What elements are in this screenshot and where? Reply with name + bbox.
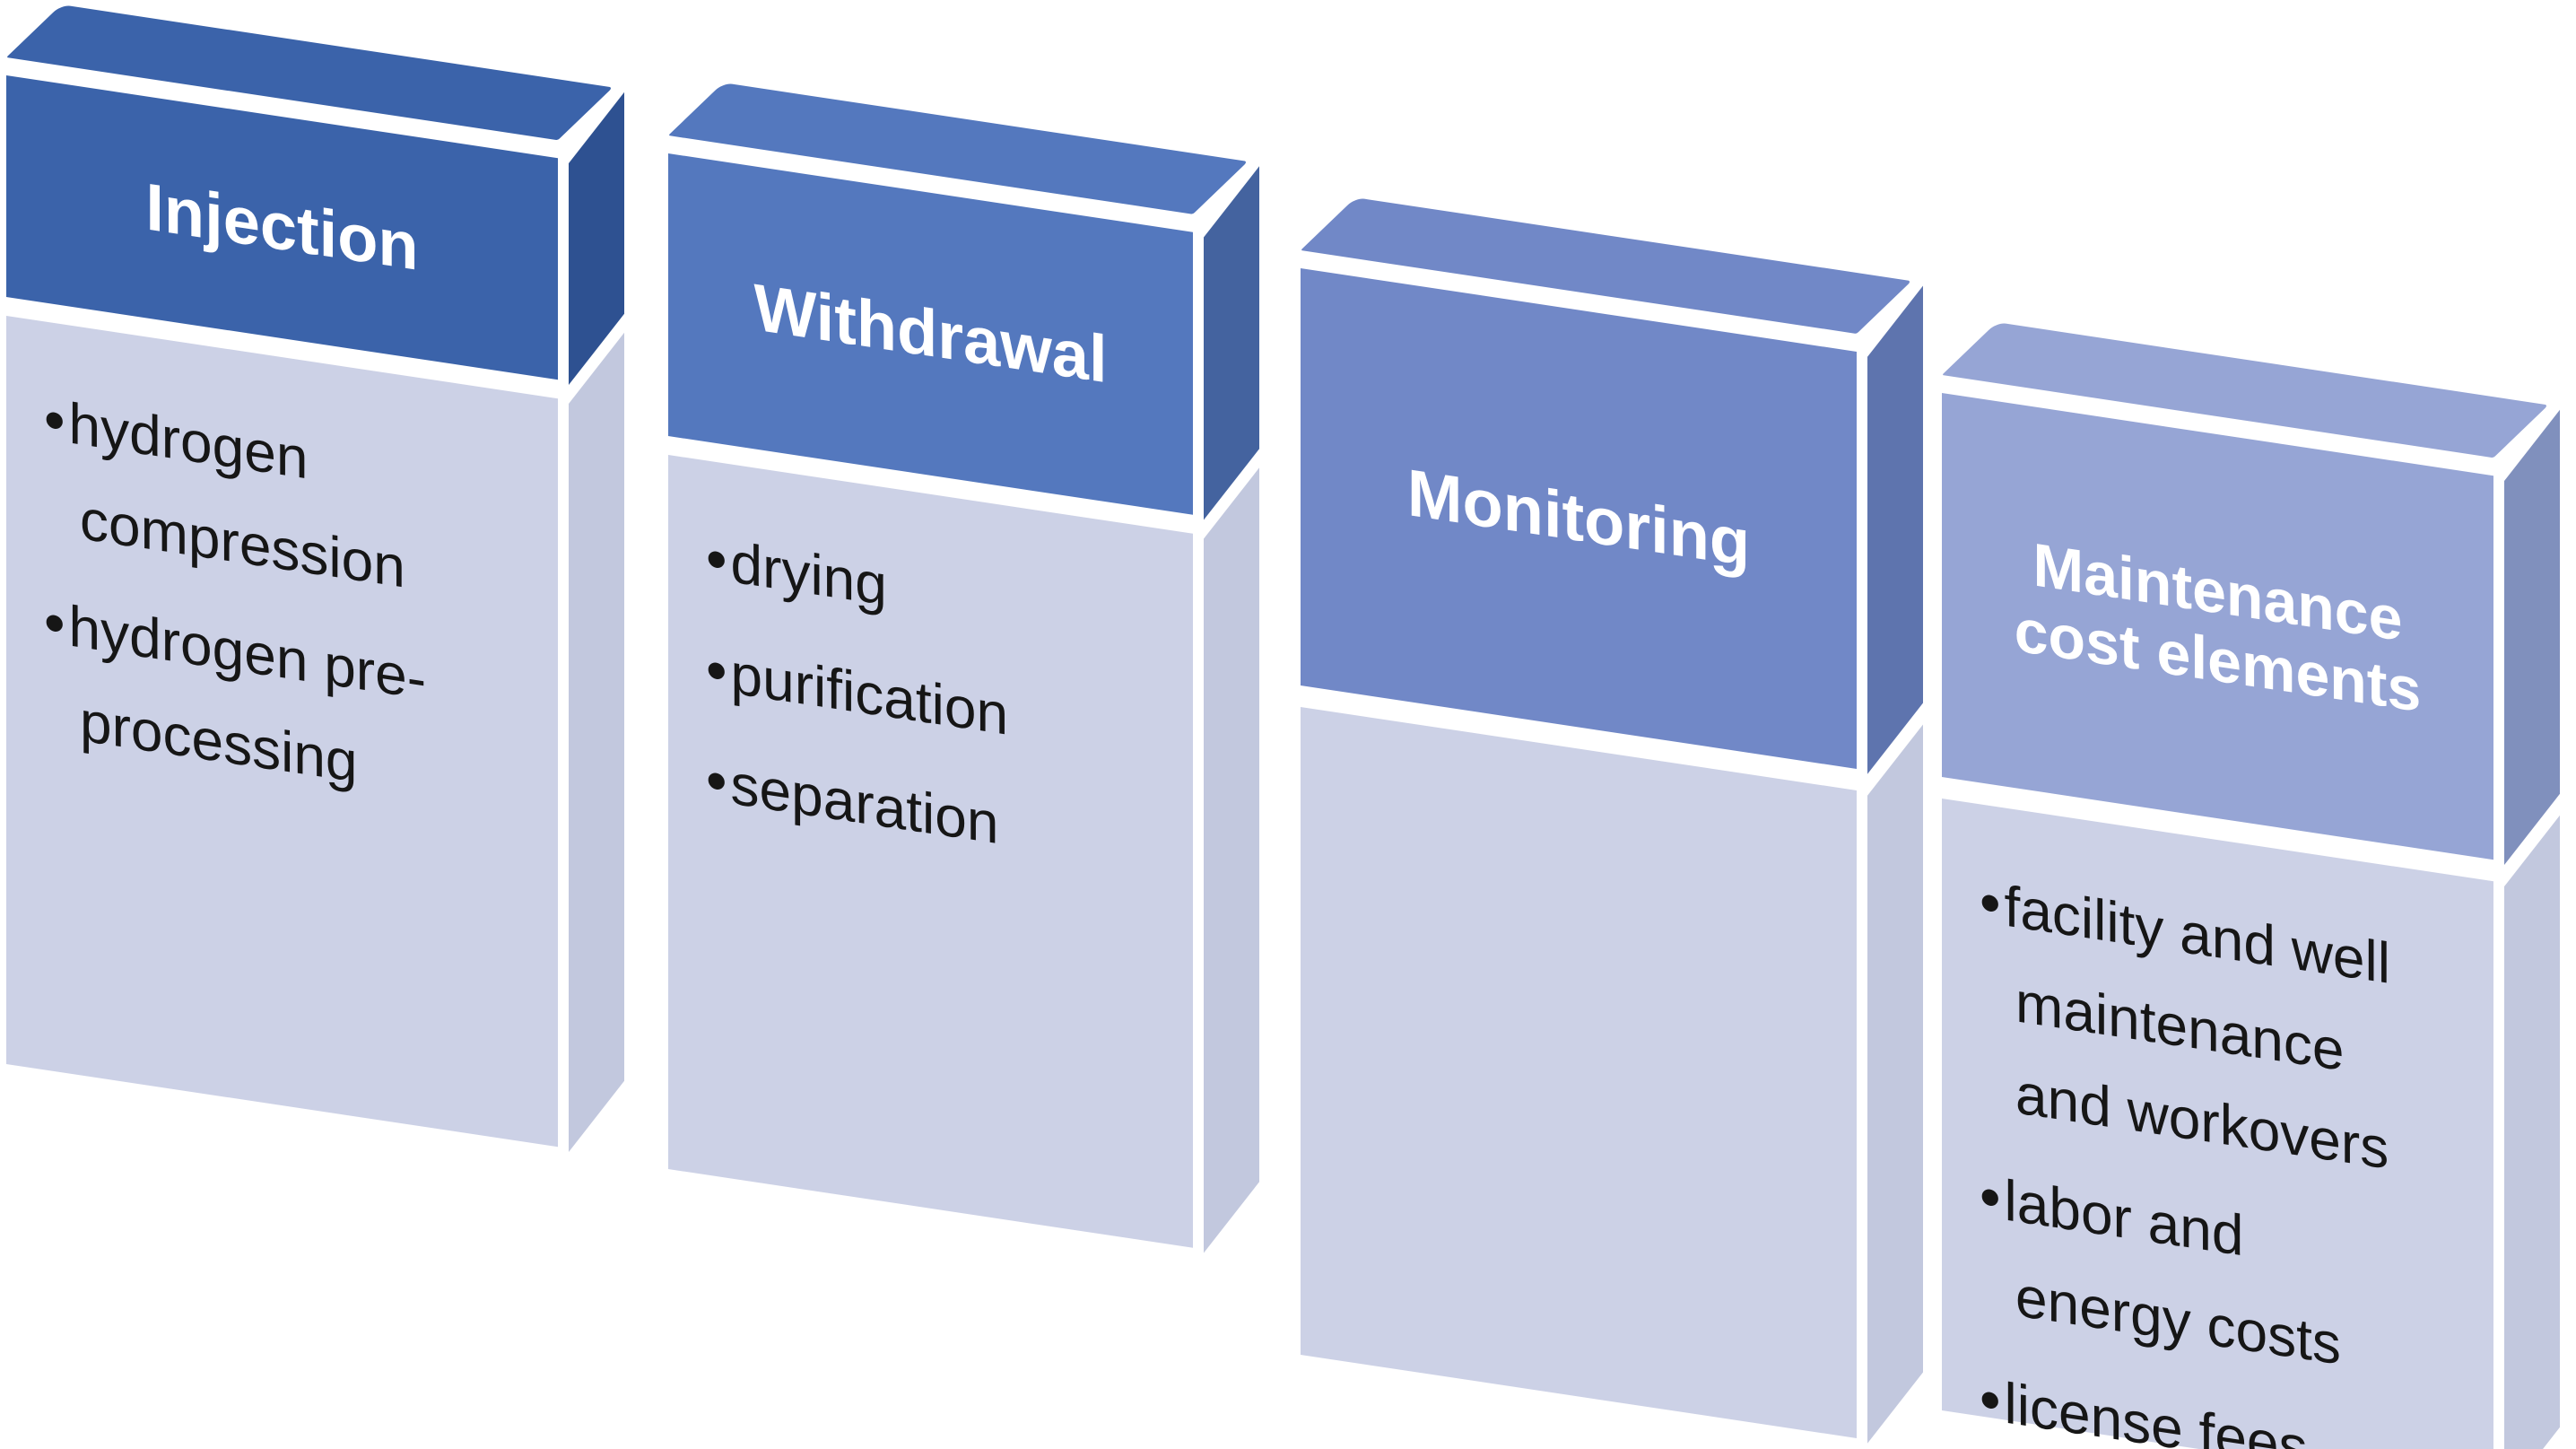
bullet-text: separation [730,751,999,857]
bullet-list: •facility and well maintenance and worko… [1942,799,2493,1449]
column-title: Injection [145,169,419,284]
bullet-text: drying [730,529,887,618]
column-body: •drying•purification•separation [668,455,1193,1248]
column-header-side-face [2504,409,2560,866]
column-header-side-face [1204,166,1259,520]
column-body: •hydrogen compression•hydrogen pre-proce… [6,316,558,1148]
bullet-icon: • [1980,1162,2001,1234]
column-body [1301,707,1857,1438]
bullet-icon: • [44,385,65,456]
bullet-item: •facility and well maintenance and worko… [1980,853,2424,1200]
bullet-icon: • [706,634,727,706]
column-withdrawal: Withdrawal •drying•purification•separati… [668,0,1259,1449]
bullet-icon: • [44,588,65,659]
bullet-text: labor and energy costs [2004,1167,2341,1377]
column-header: Withdrawal [668,153,1193,515]
bullet-icon: • [1980,1365,2001,1436]
bullet-list: •drying•purification•separation [668,455,1193,901]
bullet-icon: • [706,746,727,816]
column-body-side-face [569,332,624,1153]
column-header: Maintenance cost elements [1942,393,2493,860]
column-header-side-face [569,92,624,386]
column-injection: Injection •hydrogen compression•hydrogen… [6,0,624,1449]
column-title: Maintenance cost elements [2014,530,2422,726]
bullet-text: hydrogen compression [68,390,405,600]
bullet-icon: • [706,524,727,595]
bullet-text: hydrogen pre-processing [68,593,426,796]
bullet-text: license fees, taxes, and insurance [2004,1370,2324,1449]
column-header-side-face [1867,285,1923,774]
column-body-side-face [2504,815,2560,1449]
column-body-side-face [1867,724,1923,1444]
column-header: Monitoring [1301,268,1857,769]
column-body-side-face [1204,467,1259,1253]
column-maintenance-cost-elements: Maintenance cost elements •facility and … [1942,0,2560,1449]
bullet-list: •hydrogen compression•hydrogen pre-proce… [6,316,558,839]
column-title: Monitoring [1406,454,1751,581]
bullet-icon: • [1980,868,2001,938]
column-body: •facility and well maintenance and worko… [1942,799,2493,1449]
bullet-text: purification [730,640,1009,747]
bullet-text: facility and well maintenance and workov… [2004,873,2390,1182]
column-title: Withdrawal [753,269,1108,397]
column-monitoring: Monitoring [1301,0,1923,1449]
